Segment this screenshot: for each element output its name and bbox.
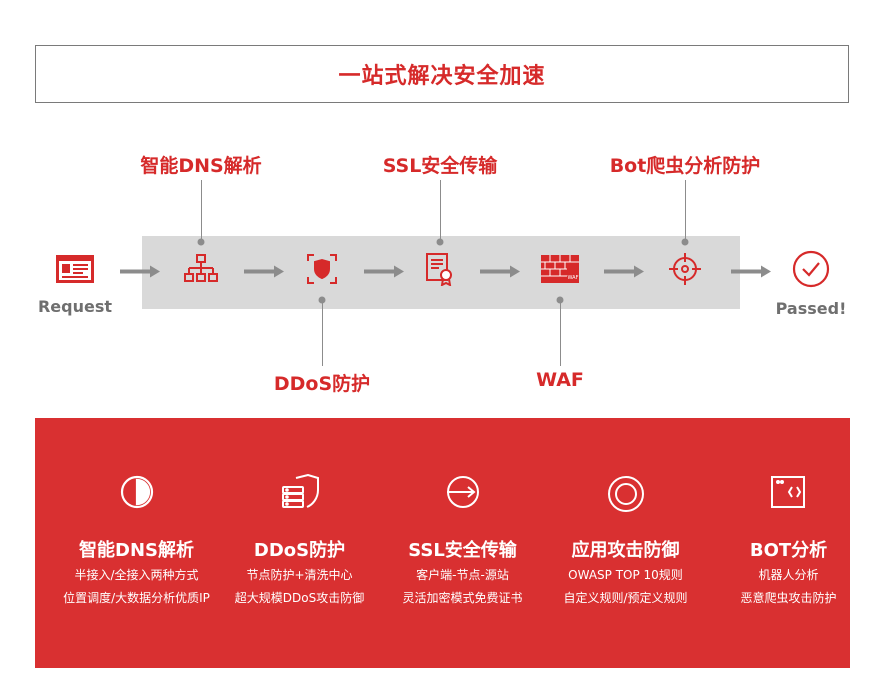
callout-dns: 智能DNS解析 bbox=[140, 155, 262, 177]
flow-arrow-3 bbox=[364, 263, 404, 282]
title-box: 一站式解决安全加速 bbox=[35, 45, 849, 103]
feature-line: 灵活加密模式免费证书 bbox=[402, 591, 523, 605]
leader-ssl bbox=[440, 180, 441, 242]
feature-ddos: DDoS防护 节点防护+清洗中心 超大规模DDoS攻击防御 bbox=[218, 418, 381, 668]
feature-bot: BOT分析 机器人分析 恶意爬虫攻击防护 bbox=[707, 418, 870, 668]
feature-title: 应用攻击防御 bbox=[571, 540, 680, 561]
bot-target-icon bbox=[667, 251, 703, 291]
feature-line: 半接入/全接入两种方式 bbox=[74, 568, 199, 582]
attack-ring-icon bbox=[606, 474, 646, 518]
leader-bot bbox=[685, 180, 686, 242]
flow-arrow-6 bbox=[731, 263, 771, 282]
callout-ssl: SSL安全传输 bbox=[382, 155, 498, 177]
callout-waf: WAF bbox=[536, 369, 584, 391]
ssl-certificate-icon bbox=[425, 252, 455, 290]
features-panel: 智能DNS解析 半接入/全接入两种方式 位置调度/大数据分析优质IP DDoS防… bbox=[35, 418, 850, 668]
dns-half-circle-icon bbox=[119, 474, 155, 514]
feature-line: 自定义规则/预定义规则 bbox=[563, 591, 688, 605]
passed-label: Passed! bbox=[775, 299, 847, 318]
flow-arrow-1 bbox=[120, 263, 160, 282]
leader-dot-bot bbox=[681, 238, 689, 246]
dns-network-icon bbox=[183, 254, 219, 288]
feature-line: 恶意爬虫攻击防护 bbox=[740, 591, 837, 605]
feature-line: 机器人分析 bbox=[758, 568, 819, 582]
passed-check-icon bbox=[791, 249, 831, 293]
leader-waf bbox=[560, 300, 561, 366]
feature-line: 位置调度/大数据分析优质IP bbox=[63, 591, 210, 605]
feature-title: 智能DNS解析 bbox=[79, 540, 194, 561]
feature-ssl: SSL安全传输 客户端-节点-源站 灵活加密模式免费证书 bbox=[381, 418, 544, 668]
callout-bot: Bot爬虫分析防护 bbox=[609, 155, 761, 177]
flow-arrow-5 bbox=[604, 263, 644, 282]
callout-ddos: DDoS防护 bbox=[273, 373, 371, 395]
feature-attack: 应用攻击防御 OWASP TOP 10规则 自定义规则/预定义规则 bbox=[544, 418, 707, 668]
page-title: 一站式解决安全加速 bbox=[338, 64, 546, 89]
bot-window-icon bbox=[770, 474, 808, 514]
feature-line: 客户端-节点-源站 bbox=[416, 568, 509, 582]
leader-ddos bbox=[322, 300, 323, 366]
feature-line: 超大规模DDoS攻击防御 bbox=[234, 591, 365, 605]
waf-firewall-icon: WAF bbox=[541, 255, 579, 287]
ddos-shield-stack-icon bbox=[280, 473, 320, 514]
feature-dns: 智能DNS解析 半接入/全接入两种方式 位置调度/大数据分析优质IP bbox=[55, 418, 218, 668]
leader-dot-dns bbox=[197, 238, 205, 246]
leader-dns bbox=[201, 180, 202, 242]
request-icon bbox=[55, 254, 95, 288]
feature-title: DDoS防护 bbox=[253, 540, 346, 561]
feature-title: SSL安全传输 bbox=[408, 540, 517, 561]
request-label: Request bbox=[37, 297, 113, 316]
feature-line: 节点防护+清洗中心 bbox=[246, 568, 353, 582]
flow-arrow-4 bbox=[480, 263, 520, 282]
waf-icon-text: WAF bbox=[568, 275, 579, 281]
ddos-shield-icon bbox=[306, 253, 338, 289]
leader-dot-ssl bbox=[436, 238, 444, 246]
ssl-arrow-circle-icon bbox=[443, 474, 483, 514]
feature-title: BOT分析 bbox=[749, 540, 828, 561]
flow-arrow-2 bbox=[244, 263, 284, 282]
feature-line: OWASP TOP 10规则 bbox=[568, 568, 683, 582]
